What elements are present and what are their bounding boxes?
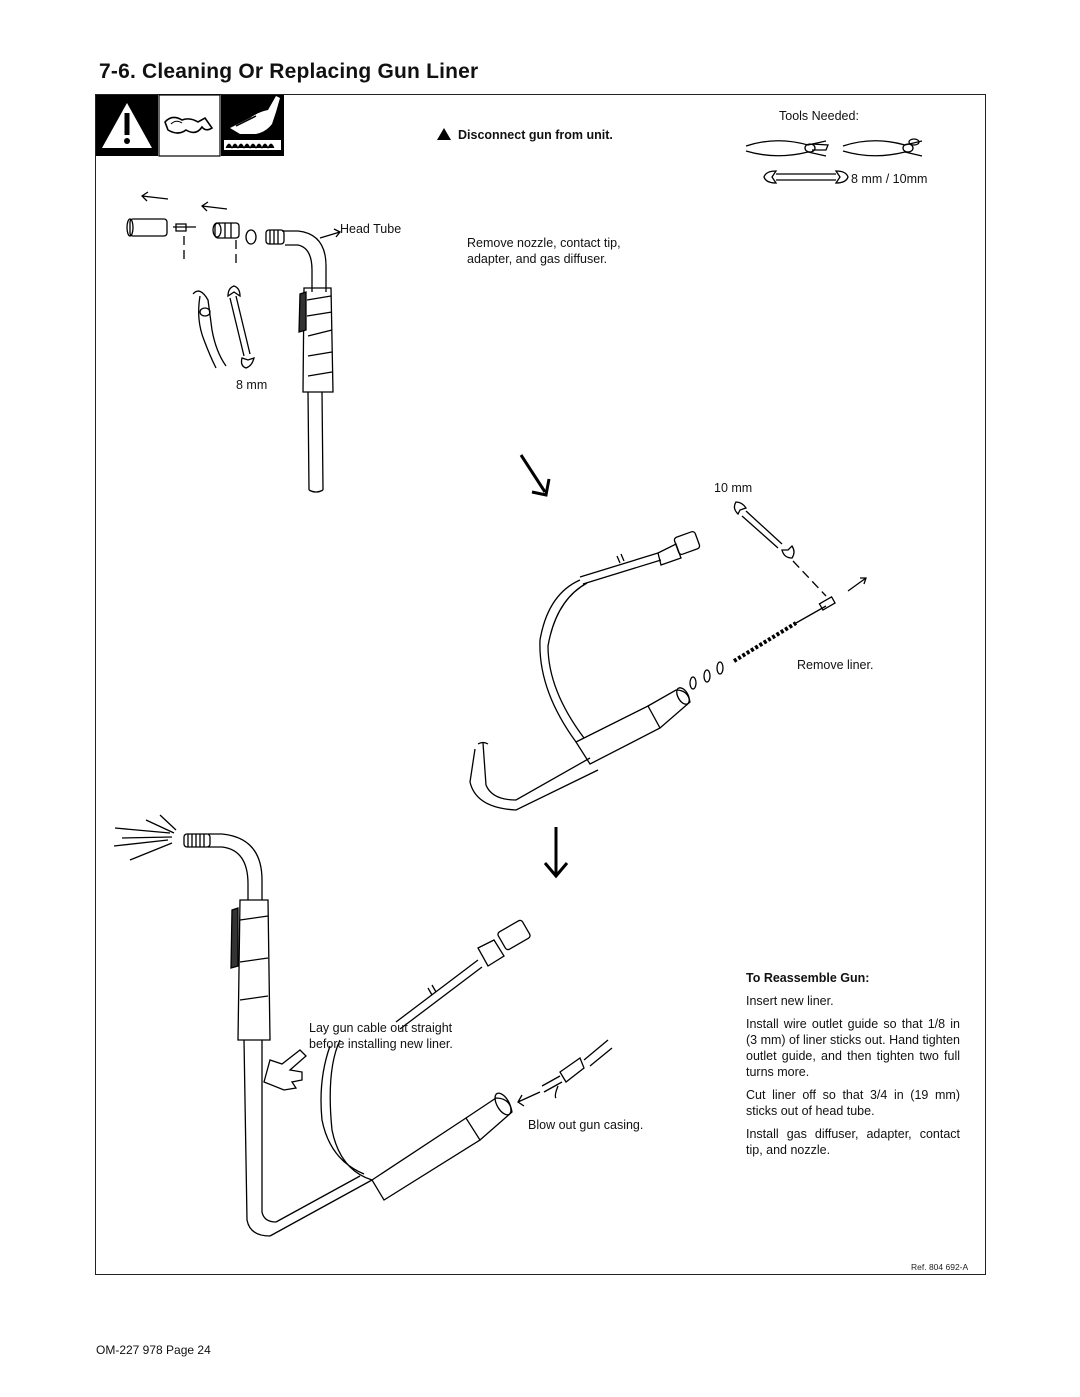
wrench-10mm-label: 10 mm <box>714 481 753 495</box>
wrench-icon <box>227 285 255 369</box>
pliers-icon <box>745 140 829 157</box>
page-footer: OM-227 978 Page 24 <box>96 1343 211 1357</box>
reassemble-heading: To Reassemble Gun: <box>746 971 870 985</box>
pointing-hand-icon <box>263 1049 307 1091</box>
pliers-icon <box>192 290 227 369</box>
warning-triangle-icon <box>96 95 158 156</box>
air-spray-icon <box>113 814 211 861</box>
nozzle-icon <box>126 218 168 237</box>
reassemble-step: Install gas diffuser, adapter, contact t… <box>746 1127 960 1157</box>
direction-arrow <box>847 577 867 592</box>
contact-tip-icon <box>173 223 196 232</box>
gun-cable <box>269 1039 373 1237</box>
direction-arrow <box>200 201 228 212</box>
blow-out-instruction: Blow out gun casing. <box>528 1118 644 1132</box>
lay-cable-instruction: Lay gun cable out straight before instal… <box>309 1021 453 1051</box>
adapter-icon <box>212 222 240 239</box>
step-arrow <box>543 827 569 879</box>
warning-bullet-icon <box>437 128 451 140</box>
o-ring-icon <box>245 229 257 245</box>
gun-liner <box>689 596 836 690</box>
air-nozzle-icon <box>541 1039 613 1099</box>
step-arrow <box>519 454 551 497</box>
pliers-icon <box>842 138 923 157</box>
wrench-size-label: 8 mm / 10mm <box>851 172 928 186</box>
wrench-icon <box>733 501 795 559</box>
safety-glasses-icon <box>158 94 221 157</box>
warning-text: Disconnect gun from unit. <box>458 128 613 142</box>
reassemble-step: Insert new liner. <box>746 994 834 1008</box>
remove-liner-instruction: Remove liner. <box>797 658 874 672</box>
gun-cable <box>469 579 599 811</box>
gun-handle <box>371 1092 513 1201</box>
gas-diffuser-icon <box>265 229 285 245</box>
tools-needed-label: Tools Needed: <box>779 109 859 123</box>
reassemble-step: Install wire outlet guide so that 1/8 in… <box>746 1017 960 1079</box>
remove-parts-instruction: Remove nozzle, contact tip, adapter, and… <box>467 236 621 266</box>
gun-handle <box>230 899 277 1237</box>
gun-head-tube <box>282 228 342 292</box>
head-tube-label: Head Tube <box>340 222 402 236</box>
reassemble-step: Cut liner off so that 3/4 in (19 mm) sti… <box>746 1088 960 1118</box>
wrench-8mm-label: 8 mm <box>236 378 268 392</box>
illustration-frame <box>95 94 986 1275</box>
gun-handle <box>575 687 691 765</box>
direction-arrow <box>140 191 169 202</box>
direction-arrow <box>517 1091 541 1107</box>
reference-number: Ref. 804 692-A <box>911 1262 969 1272</box>
reassemble-section: To Reassemble Gun: Insert new liner. Ins… <box>746 970 960 1158</box>
gun-cable-connector <box>579 530 701 585</box>
gun-cable-connector <box>395 919 531 1030</box>
hot-surface-hand-icon <box>221 95 284 156</box>
gun-head-tube <box>208 833 263 900</box>
gun-handle <box>298 287 334 493</box>
section-title: 7-6. Cleaning Or Replacing Gun Liner <box>99 60 479 83</box>
wrench-icon <box>763 170 849 184</box>
